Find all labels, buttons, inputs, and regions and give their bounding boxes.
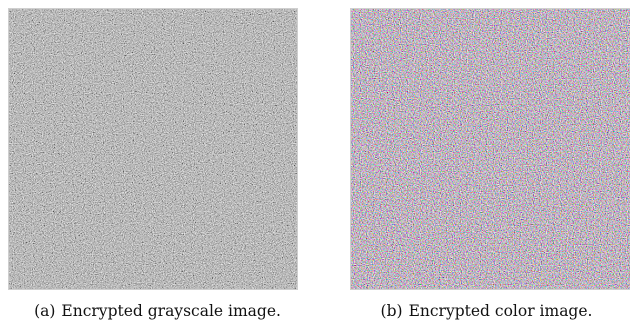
color-noise-canvas — [351, 9, 630, 289]
encrypted-color-image — [350, 8, 630, 290]
caption-a-label: (a) — [34, 302, 56, 320]
encrypted-grayscale-image — [8, 8, 298, 290]
figure-panel-b: (b) Encrypted color image. — [315, 0, 630, 331]
caption-b-label: (b) — [380, 302, 403, 320]
caption-b-text: Encrypted color image. — [408, 302, 593, 320]
caption-b: (b) Encrypted color image. — [315, 302, 630, 320]
caption-a: (a) Encrypted grayscale image. — [0, 302, 315, 320]
grayscale-noise-canvas — [9, 9, 297, 289]
figure-panel-a: (a) Encrypted grayscale image. — [0, 8, 315, 320]
caption-a-text: Encrypted grayscale image. — [61, 302, 281, 320]
